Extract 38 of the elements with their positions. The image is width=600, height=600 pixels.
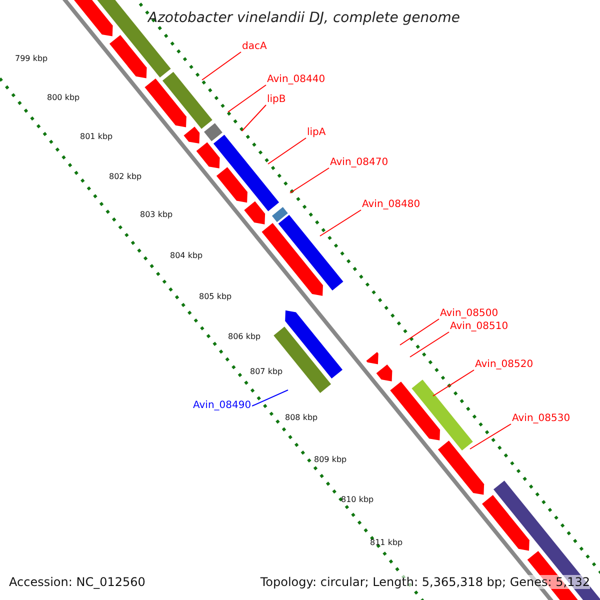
leader-line <box>252 390 288 406</box>
scale-label: 799 kbp <box>15 53 48 65</box>
leader-line <box>202 52 242 80</box>
leader-line <box>268 138 306 164</box>
scale-label: 805 kbp <box>199 291 232 303</box>
gene-label: Avin_08470 <box>330 157 388 169</box>
gene-label: Avin_08490 <box>193 400 252 412</box>
leader-line <box>400 318 440 346</box>
leader-line <box>470 424 512 450</box>
scale-label: 809 kbp <box>314 454 347 466</box>
scale-label: 804 kbp <box>170 250 203 262</box>
gene-label: Avin_08530 <box>512 413 570 425</box>
scale-label: 800 kbp <box>47 92 80 104</box>
leader-line <box>432 370 474 396</box>
gene-label: dacA <box>242 41 267 53</box>
leader-line <box>320 210 362 236</box>
genome-info-text: Topology: circular; Length: 5,365,318 bp; Genes: 5,132 <box>260 575 590 589</box>
gene-label: lipA <box>307 127 326 139</box>
scale-label: 801 kbp <box>80 131 113 143</box>
accession-text: Accession: NC_012560 <box>9 575 146 589</box>
leader-line <box>228 84 266 112</box>
gene-label: lipB <box>267 94 286 106</box>
gene-label: Avin_08480 <box>362 199 420 211</box>
gene-label: Avin_08510 <box>450 321 508 333</box>
leader-line <box>410 332 450 358</box>
leader-line <box>242 104 266 132</box>
scale-label: 806 kbp <box>228 331 261 343</box>
scale-label: 803 kbp <box>140 209 173 221</box>
scale-label: 811 kbp <box>370 537 403 549</box>
title: Azotobacter vinelandii DJ, complete genome <box>148 10 460 27</box>
leader-line <box>290 168 330 194</box>
scale-label: 802 kbp <box>109 171 142 183</box>
scale-label: 808 kbp <box>285 412 318 424</box>
gene-label: Avin_08500 <box>440 308 498 320</box>
scale-label: 807 kbp <box>250 366 283 378</box>
scale-label: 810 kbp <box>341 494 374 506</box>
gene-label: Avin_08440 <box>267 74 326 86</box>
gene-label: Avin_08520 <box>475 359 534 371</box>
